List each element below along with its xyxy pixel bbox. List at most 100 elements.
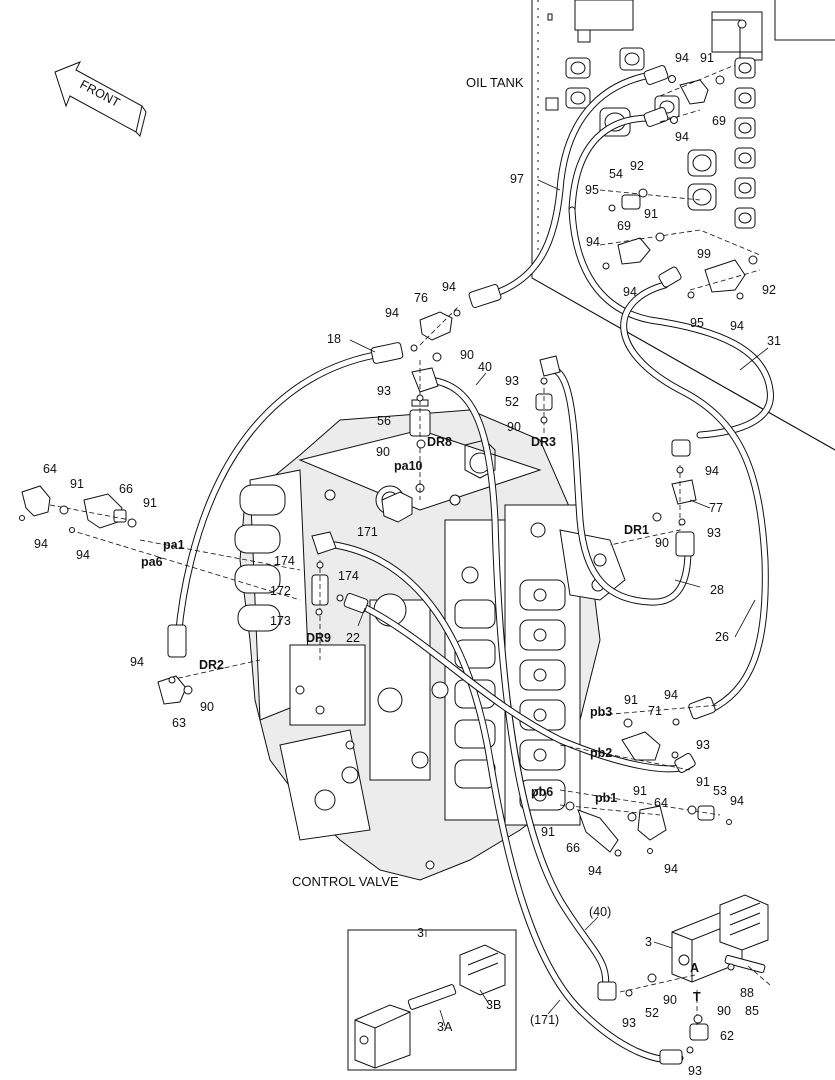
part-label: 94 bbox=[664, 688, 678, 702]
part-label: 94 bbox=[586, 235, 600, 249]
part-label: 94 bbox=[705, 464, 719, 478]
inset-valve-3 bbox=[347, 929, 517, 1071]
alignment-lines bbox=[49, 64, 771, 1025]
part-label: 94 bbox=[623, 285, 637, 299]
part-label: 91 bbox=[696, 775, 710, 789]
part-label: 91 bbox=[70, 477, 84, 491]
part-label: 3 bbox=[645, 935, 652, 949]
part-label: 3A bbox=[437, 1020, 453, 1034]
part-label: 53 bbox=[713, 784, 727, 798]
part-label: 94 bbox=[730, 319, 744, 333]
part-label: 91 bbox=[633, 784, 647, 798]
port-DR8: DR8 bbox=[427, 435, 452, 449]
control-valve-label: CONTROL VALVE bbox=[292, 874, 399, 889]
part-label: 52 bbox=[505, 395, 519, 409]
part-label: 31 bbox=[767, 334, 781, 348]
part-label: 93 bbox=[622, 1016, 636, 1030]
part-label: 69 bbox=[712, 114, 726, 128]
part-label: 92 bbox=[630, 159, 644, 173]
part-label: 90 bbox=[376, 445, 390, 459]
part-label: 94 bbox=[130, 655, 144, 669]
part-label: 92 bbox=[762, 283, 776, 297]
part-label: (171) bbox=[530, 1013, 559, 1027]
part-label: 94 bbox=[675, 130, 689, 144]
part-label: 94 bbox=[730, 794, 744, 808]
part-label: 93 bbox=[377, 384, 391, 398]
part-label: 71 bbox=[648, 704, 662, 718]
part-label: 90 bbox=[200, 700, 214, 714]
port-labels: DR8 DR3 pa10 DR1 pa1 pa6 DR9 DR2 pb3 pb2… bbox=[141, 435, 649, 805]
hoses bbox=[174, 71, 774, 1064]
part-label: 69 bbox=[617, 219, 631, 233]
part-label: 94 bbox=[664, 862, 678, 876]
port-label: A bbox=[690, 961, 699, 975]
part-label: 88 bbox=[740, 986, 754, 1000]
part-label: 95 bbox=[585, 183, 599, 197]
part-label: 54 bbox=[609, 167, 623, 181]
part-label: 91 bbox=[644, 207, 658, 221]
port-pa6: pa6 bbox=[141, 555, 163, 569]
part-label: 91 bbox=[143, 496, 157, 510]
part-label: 172 bbox=[270, 584, 291, 598]
part-label: 22 bbox=[346, 631, 360, 645]
front-arrow: FRONT bbox=[54, 61, 147, 137]
part-label: 90 bbox=[655, 536, 669, 550]
o-rings bbox=[19, 75, 758, 1054]
part-label: 3B bbox=[486, 998, 501, 1012]
part-label: 77 bbox=[709, 501, 723, 515]
leader-lines bbox=[349, 179, 769, 1027]
part-label: 62 bbox=[720, 1029, 734, 1043]
port-pb3: pb3 bbox=[590, 705, 612, 719]
part-label: 90 bbox=[460, 348, 474, 362]
part-labels: 94 91 69 94 97 54 92 95 91 69 94 94 99 9… bbox=[34, 51, 781, 1078]
part-label: 63 bbox=[172, 716, 186, 730]
part-label: 94 bbox=[76, 548, 90, 562]
part-label: 93 bbox=[707, 526, 721, 540]
port-DR3: DR3 bbox=[531, 435, 556, 449]
solenoid-valve-3 bbox=[597, 894, 769, 1065]
part-label: 3 bbox=[417, 926, 424, 940]
oil-tank: OIL TANK bbox=[466, 0, 835, 451]
fittings bbox=[21, 65, 769, 1071]
part-label: 85 bbox=[745, 1004, 759, 1018]
part-label: 173 bbox=[270, 614, 291, 628]
part-label: 76 bbox=[414, 291, 428, 305]
part-label: 93 bbox=[696, 738, 710, 752]
part-label: 97 bbox=[510, 172, 524, 186]
part-label: 66 bbox=[119, 482, 133, 496]
part-label: 94 bbox=[588, 864, 602, 878]
part-label: 64 bbox=[43, 462, 57, 476]
part-label: 90 bbox=[717, 1004, 731, 1018]
part-label: 171 bbox=[357, 525, 378, 539]
port-DR1: DR1 bbox=[624, 523, 649, 537]
part-label: 40 bbox=[478, 360, 492, 374]
part-label: 91 bbox=[700, 51, 714, 65]
port-DR9: DR9 bbox=[306, 631, 331, 645]
part-label: 94 bbox=[442, 280, 456, 294]
part-label: (40) bbox=[589, 905, 611, 919]
part-label: 93 bbox=[688, 1064, 702, 1078]
part-label: 174 bbox=[274, 554, 295, 568]
port-pb6: pb6 bbox=[531, 785, 553, 799]
part-label: 90 bbox=[507, 420, 521, 434]
port-pb2: pb2 bbox=[590, 746, 612, 760]
port-DR2: DR2 bbox=[199, 658, 224, 672]
part-label: 18 bbox=[327, 332, 341, 346]
port-label: T bbox=[693, 990, 701, 1004]
port-pb1: pb1 bbox=[595, 791, 617, 805]
part-label: 94 bbox=[675, 51, 689, 65]
part-label: 56 bbox=[377, 414, 391, 428]
part-label: 91 bbox=[541, 825, 555, 839]
port-pa1: pa1 bbox=[163, 538, 185, 552]
part-label: 99 bbox=[697, 247, 711, 261]
part-label: 64 bbox=[654, 796, 668, 810]
part-label: 26 bbox=[715, 630, 729, 644]
part-label: 66 bbox=[566, 841, 580, 855]
part-label: 95 bbox=[690, 316, 704, 330]
part-label: 174 bbox=[338, 569, 359, 583]
part-label: 94 bbox=[385, 306, 399, 320]
part-label: 94 bbox=[34, 537, 48, 551]
oil-tank-label: OIL TANK bbox=[466, 75, 524, 90]
part-label: 90 bbox=[663, 993, 677, 1007]
